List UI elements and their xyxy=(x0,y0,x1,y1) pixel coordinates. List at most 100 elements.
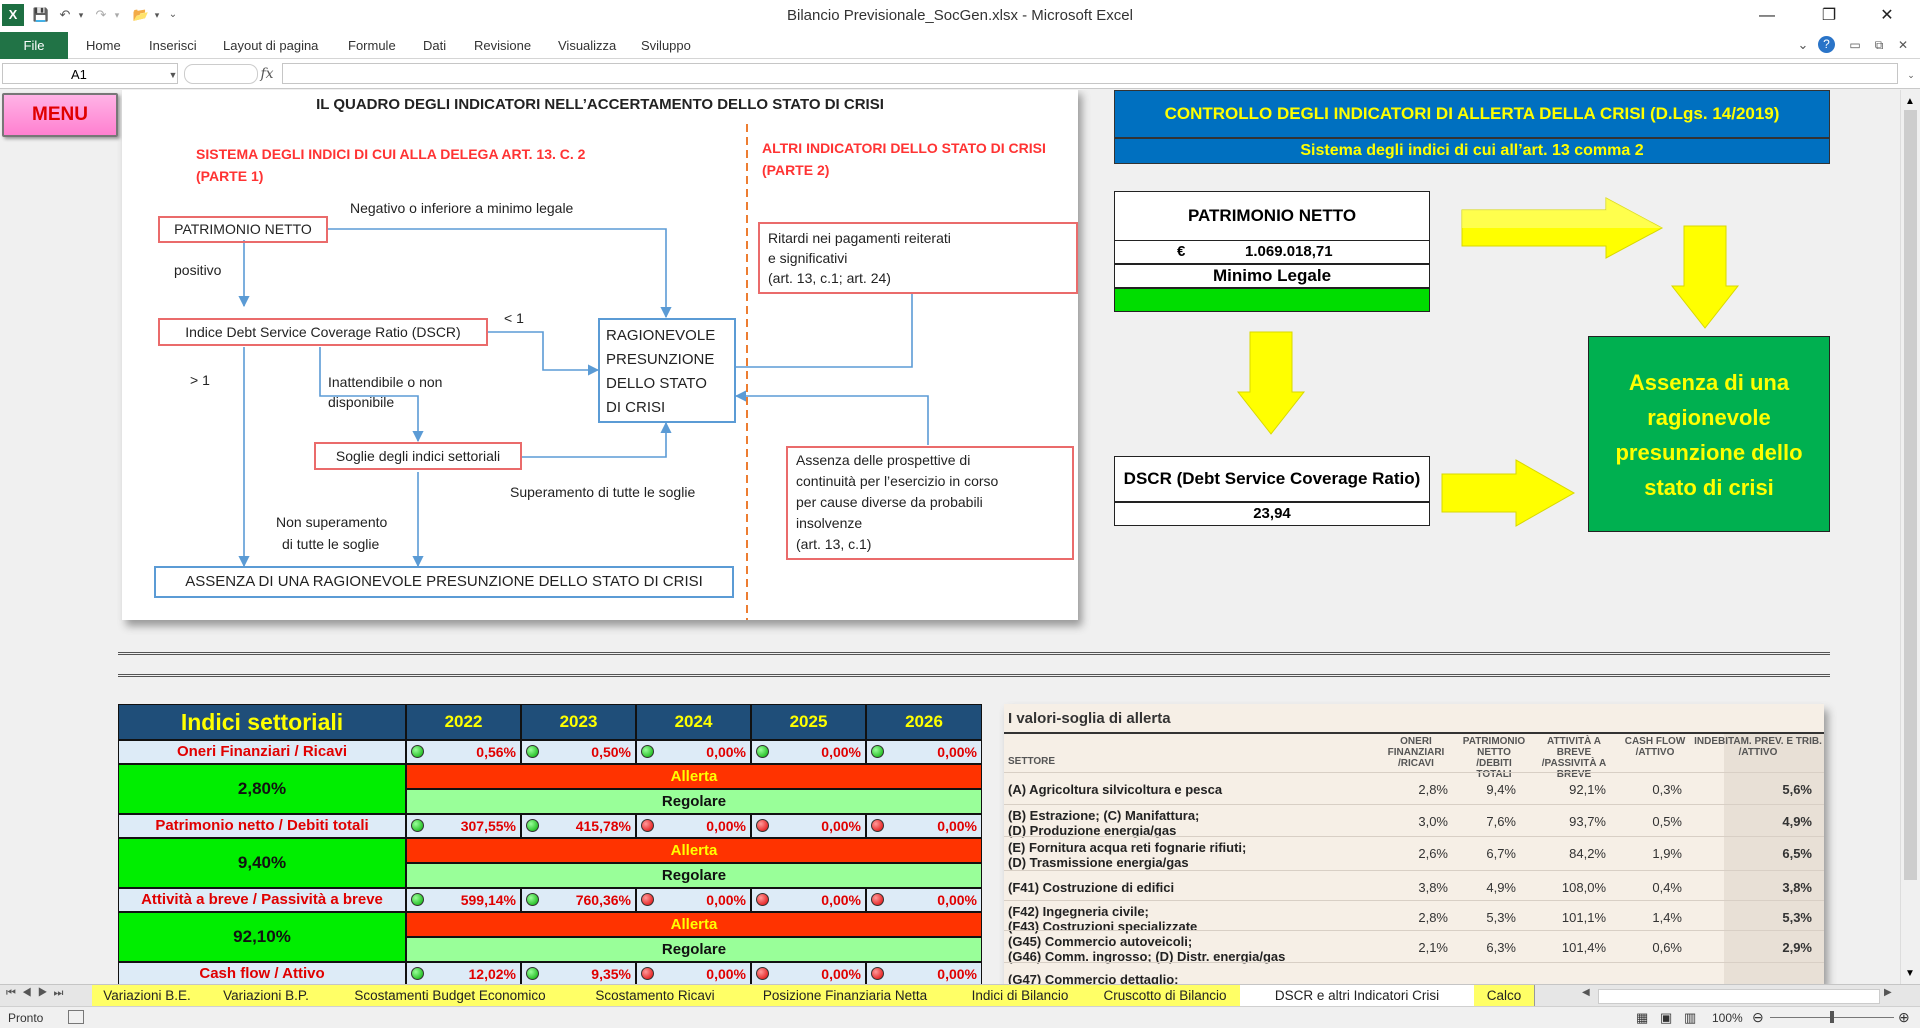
sheet-tab[interactable]: Scostamento Ricavi xyxy=(570,985,741,1006)
scroll-up-icon[interactable]: ▲ xyxy=(1905,96,1915,107)
macro-record-icon[interactable] xyxy=(68,1010,84,1024)
save-icon[interactable]: 💾 xyxy=(32,7,50,22)
soglia-row-divider xyxy=(1004,962,1824,963)
zoom-out-icon[interactable]: ⊖ xyxy=(1752,1009,1764,1025)
vertical-scrollbar[interactable]: ▲ ▼ xyxy=(1900,90,1920,984)
tab-revisione[interactable]: Revisione xyxy=(474,38,532,53)
page-break-icon[interactable]: ▥ xyxy=(1684,1010,1697,1025)
soglia-rule xyxy=(1004,732,1824,734)
undo-dropdown-icon[interactable]: ▾ xyxy=(78,10,84,20)
zoom-slider-handle[interactable] xyxy=(1830,1011,1834,1023)
sheet-tab[interactable]: Cruscotto di Bilancio xyxy=(1090,985,1241,1006)
tab-sviluppo[interactable]: Sviluppo xyxy=(641,38,691,53)
name-box[interactable]: A1 xyxy=(2,63,178,84)
tab-layout[interactable]: Layout di pagina xyxy=(223,38,319,53)
tab-home[interactable]: Home xyxy=(86,38,121,53)
tab-visualizza[interactable]: Visualizza xyxy=(558,38,617,53)
year-header: 2022 xyxy=(406,704,521,740)
page-layout-icon[interactable]: ▣ xyxy=(1660,1010,1673,1025)
restore-button[interactable]: ❐ xyxy=(1821,7,1837,24)
diagram-dscr: Indice Debt Service Coverage Ratio (DSCR… xyxy=(158,318,488,346)
soglia-settore: (G45) Commercio autoveicoli; xyxy=(1008,934,1193,949)
workbook-minimize-icon[interactable]: ▭ xyxy=(1849,38,1861,52)
tab-navigation-icons[interactable]: ⏮◀▶⏭ xyxy=(6,987,70,999)
indicator-value: 0,00% xyxy=(937,892,977,908)
diagram-right-heading: ALTRI INDICATORI DELLO STATO DI CRISI xyxy=(762,140,1046,156)
menu-button[interactable]: MENU xyxy=(2,93,118,137)
formula-expand-icon[interactable]: ⌄ xyxy=(1907,70,1915,80)
green-light-icon xyxy=(641,745,654,759)
indicator-value: 0,00% xyxy=(821,744,861,760)
zoom-level[interactable]: 100% xyxy=(1712,1011,1743,1025)
soglia-header: PATRIMONIO NETTO /DEBITI TOTALI xyxy=(1462,736,1526,780)
pn-value: 1.069.018,71 xyxy=(1245,243,1333,260)
allerta-label: Allerta xyxy=(406,838,982,863)
sheet-tab[interactable]: Calco xyxy=(1474,985,1535,1006)
worksheet[interactable]: MENU xyxy=(0,90,1900,984)
year-header: 2023 xyxy=(521,704,636,740)
tab-dati[interactable]: Dati xyxy=(423,38,447,53)
scroll-down-icon[interactable]: ▼ xyxy=(1905,968,1915,979)
indicator-value: 0,00% xyxy=(821,892,861,908)
indicator-value-cell: 0,00% xyxy=(636,888,751,912)
soglia-value: 84,2% xyxy=(1569,846,1606,861)
indicator-value-cell: 0,00% xyxy=(866,814,982,838)
workbook-close-icon[interactable]: ✕ xyxy=(1897,38,1909,52)
sheet-tab[interactable]: Variazioni B.E. xyxy=(92,985,203,1006)
ribbon-collapse-icon[interactable]: ⌄ xyxy=(1797,37,1809,52)
formula-bar: A1 ▼ fx ⌄ xyxy=(0,59,1920,89)
close-button[interactable]: ✕ xyxy=(1880,7,1894,24)
allerta-label: Allerta xyxy=(406,764,982,789)
indicator-value: 0,00% xyxy=(706,744,746,760)
arrow-right-icon xyxy=(1461,197,1664,259)
indicator-value-cell: 307,55% xyxy=(406,814,521,838)
diagram-patrimonio-netto: PATRIMONIO NETTO xyxy=(158,216,328,243)
red-light-icon xyxy=(871,819,884,833)
zoom-in-icon[interactable]: ⊕ xyxy=(1898,1009,1910,1025)
soglia-row-divider xyxy=(1004,772,1824,773)
tab-inserisci[interactable]: Inserisci xyxy=(149,38,197,53)
indici-title: Indici settoriali xyxy=(118,704,406,740)
sheet-tabs-bar: ⏮◀▶⏭ Variazioni B.E.Variazioni B.P.Scost… xyxy=(0,984,1920,1006)
soglia-settore: (F43) Costruzioni specializzate xyxy=(1008,919,1198,934)
insert-function-icon[interactable]: fx xyxy=(260,66,274,82)
customize-toolbar-icon[interactable]: ⌄ xyxy=(168,9,178,20)
soglia-settore: (F41) Costruzione di edifici xyxy=(1008,880,1175,895)
green-light-icon xyxy=(411,745,424,759)
hscroll-left-icon[interactable]: ◀ xyxy=(1582,987,1590,998)
regolare-label: Regolare xyxy=(406,863,982,888)
diagram-non-superamento-label-2: di tutte le soglie xyxy=(282,536,380,552)
sheet-tab[interactable]: Variazioni B.P. xyxy=(202,985,331,1006)
redo-icon[interactable]: ↷ xyxy=(95,7,107,22)
help-icon[interactable]: ? xyxy=(1818,36,1835,53)
formula-splitter[interactable] xyxy=(184,64,258,84)
redo-dropdown-icon[interactable]: ▾ xyxy=(114,10,120,20)
hscroll-right-icon[interactable]: ▶ xyxy=(1884,987,1892,998)
minimize-button[interactable]: — xyxy=(1759,7,1775,24)
indicator-value: 0,56% xyxy=(476,744,516,760)
workbook-restore-icon[interactable]: ⧉ xyxy=(1874,38,1884,52)
green-light-icon xyxy=(756,745,769,759)
name-box-dropdown-icon[interactable]: ▼ xyxy=(168,70,178,80)
scroll-thumb[interactable] xyxy=(1904,110,1917,880)
soglia-value: 0,6% xyxy=(1652,940,1682,955)
pn-label: PATRIMONIO NETTO xyxy=(1114,191,1430,241)
sheet-tab[interactable]: Posizione Finanziaria Netta xyxy=(740,985,951,1006)
threshold-value: 9,40% xyxy=(118,838,406,888)
tab-formule[interactable]: Formule xyxy=(348,38,396,53)
indicator-value-cell: 760,36% xyxy=(521,888,636,912)
indicator-value: 307,55% xyxy=(460,818,516,834)
green-light-icon xyxy=(526,819,539,833)
horizontal-scrollbar[interactable] xyxy=(1598,989,1880,1004)
open-dropdown-icon[interactable]: ▾ xyxy=(154,10,160,20)
undo-icon[interactable]: ↶ xyxy=(59,7,71,22)
soglia-value: 5,6% xyxy=(1782,782,1812,797)
sheet-tab[interactable]: Scostamenti Budget Economico xyxy=(330,985,571,1006)
formula-input[interactable] xyxy=(282,63,1898,84)
sheet-tab[interactable]: DSCR e altri Indicatori Crisi xyxy=(1240,985,1475,1006)
normal-view-icon[interactable]: ▦ xyxy=(1636,1010,1649,1025)
indicator-value: 0,50% xyxy=(591,744,631,760)
tab-file[interactable]: File xyxy=(0,32,68,59)
sheet-tab[interactable]: Indici di Bilancio xyxy=(950,985,1091,1006)
open-folder-icon[interactable]: 📂 xyxy=(132,7,150,22)
